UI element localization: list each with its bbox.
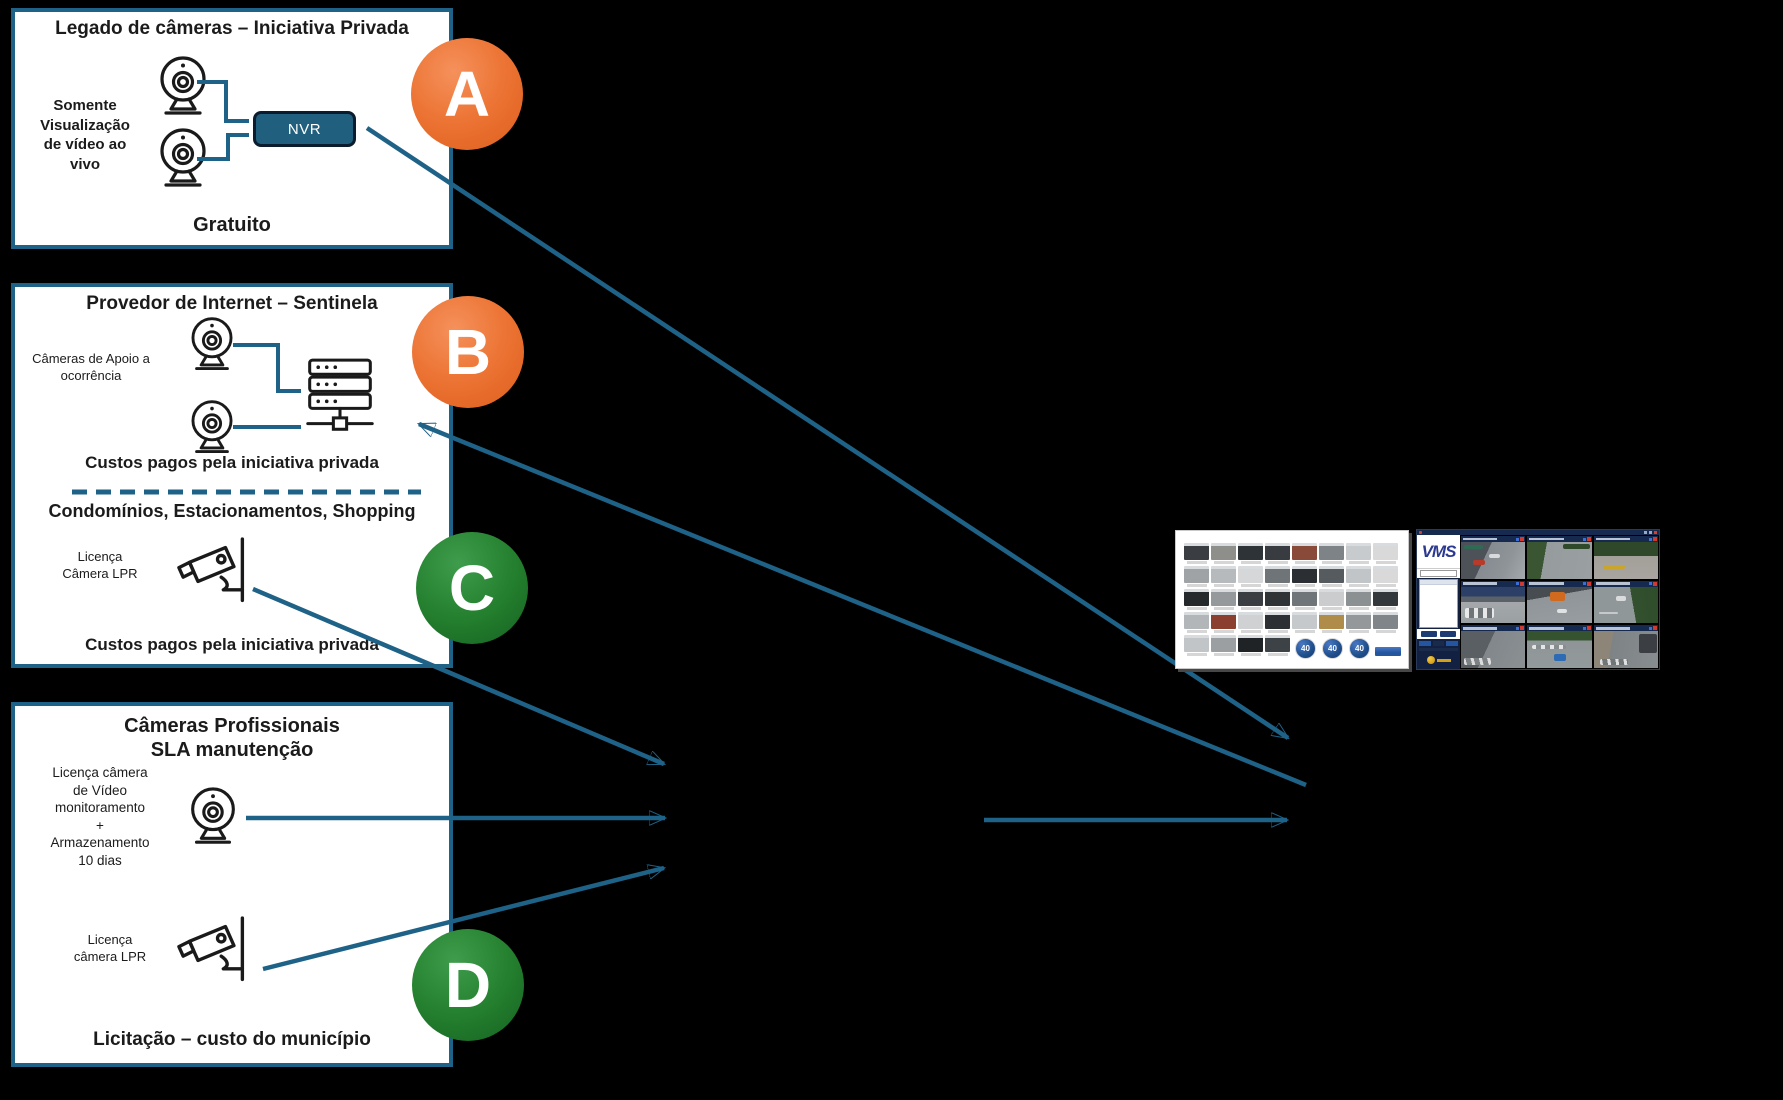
video-license-label: Licença câmera de Vídeo monitoramento + … bbox=[50, 765, 150, 868]
condos-cost-note: Custos pagos pela iniciativa privada bbox=[85, 635, 379, 654]
lpr-count-badge: 40 bbox=[1322, 638, 1343, 659]
vms-button bbox=[1440, 631, 1457, 637]
badge-d: D bbox=[412, 929, 524, 1041]
lpr-thumbnail bbox=[1238, 543, 1263, 564]
panel-professional: Câmeras Profissionais SLA manutenção Lic… bbox=[11, 702, 453, 1067]
lpr-thumbnail bbox=[1184, 589, 1209, 610]
arrow-d-lpr-to-center bbox=[262, 868, 664, 972]
professional-footer: Licitação – custo do município bbox=[93, 1029, 371, 1050]
lpr-thumbnail bbox=[1319, 589, 1344, 610]
lpr-thumbnail bbox=[1265, 543, 1290, 564]
lpr-thumbnail bbox=[1265, 612, 1290, 633]
lpr-thumbnail bbox=[1319, 543, 1344, 564]
vms-footer-buttons bbox=[1419, 641, 1459, 646]
arrow-c-lpr-to-center bbox=[252, 586, 664, 767]
arrow-hub-to-provider-server bbox=[419, 421, 1307, 788]
vms-search-row bbox=[1417, 568, 1460, 578]
lpr-thumbnail bbox=[1346, 566, 1371, 587]
provider-side-label: Câmeras de Apoio a ocorrência bbox=[32, 351, 150, 383]
lpr-thumbnail bbox=[1292, 566, 1317, 587]
lpr-thumbnail bbox=[1373, 589, 1398, 610]
lpr-thumbnail bbox=[1238, 635, 1263, 656]
vms-camera-tree bbox=[1419, 579, 1458, 628]
vms-titlebar bbox=[1417, 530, 1659, 535]
provider-cost-note: Custos pagos pela iniciativa privada bbox=[85, 453, 379, 472]
vms-window: VMS bbox=[1416, 529, 1660, 670]
arrow-a-nvr-to-hub bbox=[365, 126, 1288, 740]
lpr-thumbnail-grid bbox=[1184, 543, 1400, 656]
vms-button bbox=[1420, 631, 1437, 637]
nvr-box: NVR bbox=[253, 111, 356, 147]
lpr-thumbnail bbox=[1319, 612, 1344, 633]
lpr-thumbnail bbox=[1292, 589, 1317, 610]
camera-tile bbox=[1461, 625, 1526, 668]
legacy-side-label: Somente Visualização de vídeo ao vivo bbox=[40, 97, 130, 173]
legacy-cam1-to-nvr-wire bbox=[197, 80, 249, 123]
lpr-thumbnail bbox=[1265, 635, 1290, 656]
lpr-thumbnail bbox=[1238, 612, 1263, 633]
provider-title: Provedor de Internet – Sentinela bbox=[86, 293, 378, 314]
lpr-thumbnail bbox=[1265, 566, 1290, 587]
lpr-thumbnail bbox=[1211, 612, 1236, 633]
camera-tile bbox=[1461, 536, 1526, 579]
lpr-thumbnail bbox=[1319, 566, 1344, 587]
vms-sidebar-buttons bbox=[1417, 629, 1460, 639]
camera-tile bbox=[1527, 625, 1592, 668]
vms-search-input bbox=[1420, 570, 1457, 577]
camera-tile bbox=[1527, 536, 1592, 579]
camera-tile bbox=[1527, 580, 1592, 624]
legacy-cam2-to-nvr-wire bbox=[197, 133, 249, 161]
lpr-thumbnail bbox=[1238, 589, 1263, 610]
lpr-thumbnail bbox=[1184, 635, 1209, 656]
lpr-thumbnail bbox=[1265, 589, 1290, 610]
vms-sidebar: VMS bbox=[1417, 535, 1460, 669]
panel-legacy-title: Legado de câmeras – Iniciativa Privada bbox=[55, 18, 409, 39]
camera-tile bbox=[1593, 625, 1658, 668]
lpr-thumbnail bbox=[1373, 543, 1398, 564]
lpr-thumbnail bbox=[1292, 543, 1317, 564]
vms-app-icon bbox=[1419, 531, 1422, 534]
lpr-thumbnail bbox=[1346, 612, 1371, 633]
lpr-thumbnail bbox=[1211, 566, 1236, 587]
badge-b: B bbox=[412, 296, 524, 408]
legacy-footer: Gratuito bbox=[193, 214, 271, 236]
vms-sidebar-footer bbox=[1417, 639, 1460, 669]
vms-logo: VMS bbox=[1417, 535, 1460, 568]
vms-window-controls bbox=[1644, 531, 1657, 534]
lpr-thumbnail bbox=[1292, 612, 1317, 633]
camera-tile bbox=[1593, 580, 1658, 624]
condos-license-label: Licença Câmera LPR bbox=[62, 549, 138, 581]
lpr-thumbnail bbox=[1184, 543, 1209, 564]
lpr-thumbnail bbox=[1346, 543, 1371, 564]
vms-camera-grid bbox=[1460, 535, 1659, 669]
lpr-captures-window: 40 40 40 bbox=[1175, 530, 1409, 669]
lpr-count-badge: 40 bbox=[1295, 638, 1316, 659]
professional-title: Câmeras Profissionais SLA manutenção bbox=[124, 715, 340, 761]
lpr-thumbnail bbox=[1373, 566, 1398, 587]
lpr-thumbnail bbox=[1211, 635, 1236, 656]
panel-legacy-cameras: Legado de câmeras – Iniciativa Privada S… bbox=[11, 8, 453, 249]
badge-c: C bbox=[416, 532, 528, 644]
lpr-thumbnail bbox=[1373, 612, 1398, 633]
panel-provider: Provedor de Internet – Sentinela Câmeras… bbox=[11, 283, 453, 668]
lpr-license-label: Licença câmera LPR bbox=[73, 932, 147, 964]
lpr-badge-row: 40 40 40 bbox=[1295, 638, 1370, 659]
lpr-thumbnail bbox=[1184, 566, 1209, 587]
lpr-count-badge: 40 bbox=[1349, 638, 1370, 659]
lpr-thumbnail bbox=[1238, 566, 1263, 587]
lpr-thumbnail bbox=[1346, 589, 1371, 610]
lpr-thumbnail bbox=[1184, 612, 1209, 633]
camera-tile bbox=[1461, 580, 1526, 624]
provider-cam1-to-server-wire bbox=[233, 343, 301, 393]
lpr-action-button bbox=[1375, 647, 1401, 656]
lpr-thumbnail bbox=[1211, 543, 1236, 564]
vms-brand-logo bbox=[1419, 653, 1458, 667]
lpr-thumbnail bbox=[1211, 589, 1236, 610]
condos-title: Condomínios, Estacionamentos, Shopping bbox=[48, 501, 416, 521]
camera-tile bbox=[1593, 536, 1658, 579]
badge-a: A bbox=[411, 38, 523, 150]
